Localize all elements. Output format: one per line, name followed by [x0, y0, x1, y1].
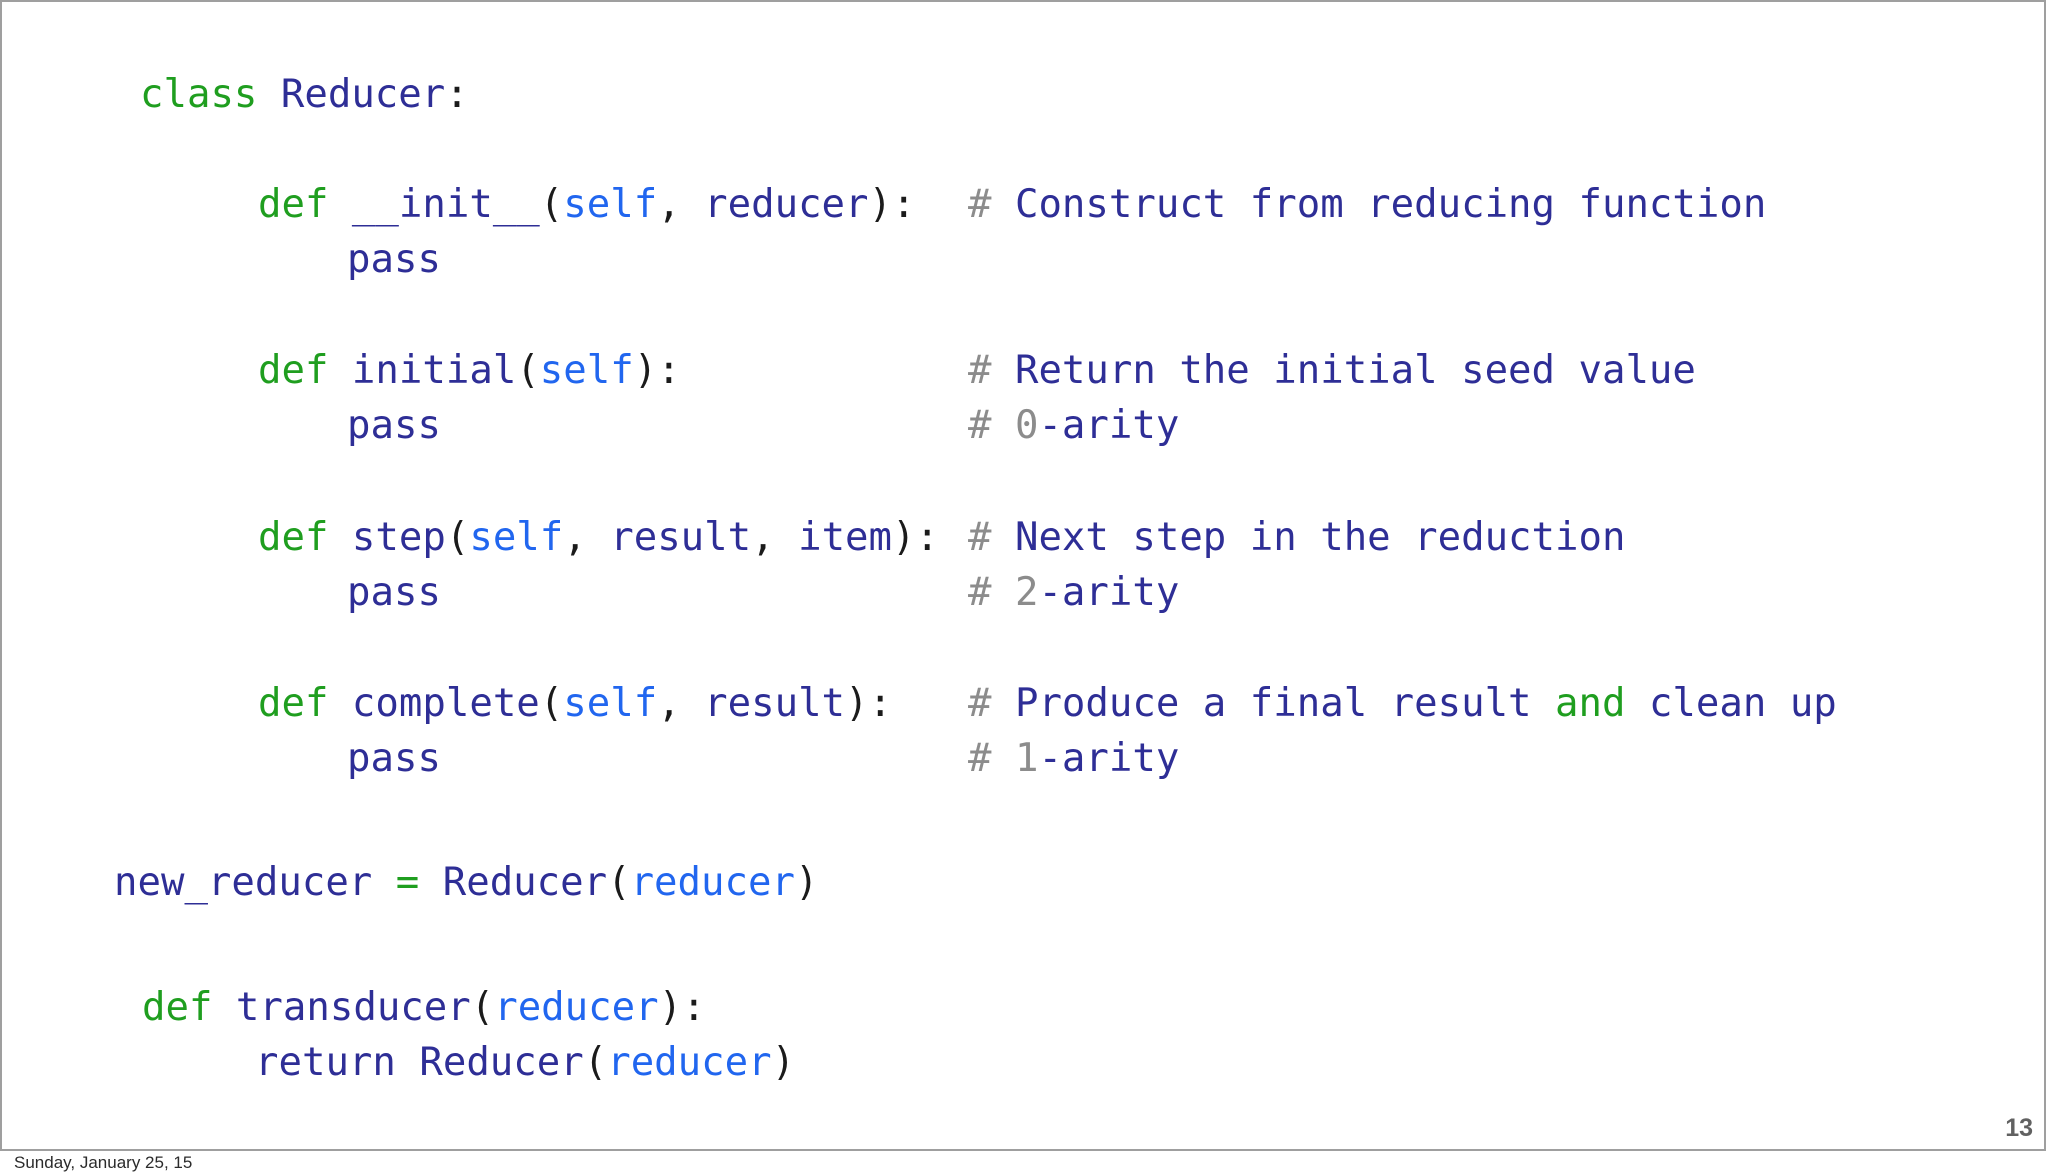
code-token-name: complete: [328, 681, 540, 726]
code-token-keyword: def: [142, 985, 213, 1030]
code-token-muted: #: [968, 681, 1015, 726]
page-number: 13: [2005, 1114, 2033, 1142]
code-comment: # 1-arity: [968, 734, 1179, 784]
code-token-special: self: [539, 348, 634, 393]
code-comment: # Next step in the reduction: [968, 513, 1625, 563]
footer-date: Sunday, January 25, 15: [14, 1153, 193, 1172]
code-line: pass: [347, 235, 441, 285]
code-token-name: new_reducer: [114, 860, 396, 905]
code-token-name: reducer: [680, 182, 869, 227]
code-token-muted: 1: [1014, 736, 1039, 781]
code-line: def __init__(self, reducer): # Construct …: [258, 180, 1766, 230]
code-token-name: item: [774, 515, 893, 560]
code-token-name: Next step in the reduction: [1014, 515, 1626, 560]
code-line: def initial(self): # Return the initial s…: [258, 346, 1696, 396]
code-token-name: -arity: [1038, 403, 1180, 448]
code-token-punct: (: [539, 182, 564, 227]
code-token-muted: #: [968, 403, 1015, 448]
code-token-name: Reducer: [419, 860, 608, 905]
code-token-muted: #: [968, 182, 1015, 227]
code-token-name: Return the initial seed value: [1014, 348, 1696, 393]
code-comment: # Return the initial seed value: [968, 346, 1696, 396]
code-token-muted: 0: [1014, 403, 1039, 448]
code-token-name: result: [680, 681, 846, 726]
code-token-keyword: def: [258, 515, 329, 560]
code-token-punct: ): [771, 1040, 796, 1085]
code-token-name: pass: [347, 736, 441, 781]
code-comment: # 2-arity: [968, 568, 1179, 618]
code-token-punct: :: [445, 72, 469, 117]
code-line: pass # 2-arity: [347, 568, 1179, 618]
code-token-muted: 2: [1014, 570, 1039, 615]
code-token-punct: ,: [657, 681, 681, 726]
code-token-muted: #: [968, 570, 1015, 615]
code-token-name: -arity: [1038, 570, 1180, 615]
code-token-muted: #: [968, 736, 1015, 781]
code-token-special: self: [563, 182, 658, 227]
code-line: return Reducer(reducer): [255, 1038, 795, 1088]
code-line: def step(self, result, item): # Next step…: [258, 513, 1625, 563]
code-token-special: reducer: [607, 1040, 772, 1085]
code-line: def transducer(reducer):: [142, 983, 706, 1033]
code-token-punct: (: [516, 348, 540, 393]
code-token-name: step: [328, 515, 446, 560]
code-token-punct: ):: [868, 182, 916, 227]
code-token-punct: ):: [845, 681, 893, 726]
code-token-muted: #: [968, 348, 1015, 393]
code-token-punct: ):: [658, 985, 706, 1030]
code-line: class Reducer:: [140, 70, 469, 120]
code-token-keyword: and: [1555, 681, 1626, 726]
code-token-name: clean up: [1625, 681, 1837, 726]
code-token-name: Reducer: [257, 72, 446, 117]
code-token-keyword: def: [258, 182, 329, 227]
code-comment: # Construct from reducing function: [968, 180, 1766, 230]
code-token-punct: (: [539, 681, 564, 726]
code-token-punct: ,: [751, 515, 775, 560]
code-token-punct: (: [583, 1040, 608, 1085]
code-token-name: initial: [328, 348, 517, 393]
code-token-muted: #: [968, 515, 1015, 560]
code-token-name: pass: [347, 403, 441, 448]
code-comment: # Produce a final result and clean up: [968, 679, 1837, 729]
code-token-punct: ,: [563, 515, 587, 560]
code-token-punct: (: [445, 515, 470, 560]
code-token-punct: ): [794, 860, 819, 905]
code-layer: class Reducer:def __init__(self, reducer…: [2, 2, 2044, 1149]
code-token-keyword: =: [395, 860, 420, 905]
code-token-name: pass: [347, 570, 441, 615]
code-token-name: result: [586, 515, 752, 560]
code-token-name: pass: [347, 237, 441, 282]
code-comment: # 0-arity: [968, 401, 1179, 451]
code-token-name: Produce a final result: [1014, 681, 1556, 726]
code-token-keyword: def: [258, 681, 329, 726]
code-token-punct: (: [607, 860, 631, 905]
code-token-name: __init__: [328, 182, 540, 227]
code-token-keyword: class: [140, 72, 258, 117]
code-token-punct: (: [470, 985, 495, 1030]
code-line: new_reducer = Reducer(reducer): [114, 858, 818, 908]
code-token-name: transducer: [212, 985, 471, 1030]
code-token-name: return Reducer: [255, 1040, 584, 1085]
code-token-punct: ):: [892, 515, 939, 560]
code-token-special: reducer: [494, 985, 659, 1030]
code-token-name: -arity: [1038, 736, 1180, 781]
code-token-name: Construct from reducing function: [1014, 182, 1767, 227]
code-token-punct: ,: [657, 182, 681, 227]
code-token-special: reducer: [630, 860, 795, 905]
code-token-punct: ):: [633, 348, 681, 393]
code-token-keyword: def: [258, 348, 329, 393]
code-line: pass # 1-arity: [347, 734, 1179, 784]
code-token-special: self: [469, 515, 564, 560]
code-token-special: self: [563, 681, 658, 726]
code-line: def complete(self, result): # Produce a f…: [258, 679, 1837, 729]
code-line: pass # 0-arity: [347, 401, 1179, 451]
